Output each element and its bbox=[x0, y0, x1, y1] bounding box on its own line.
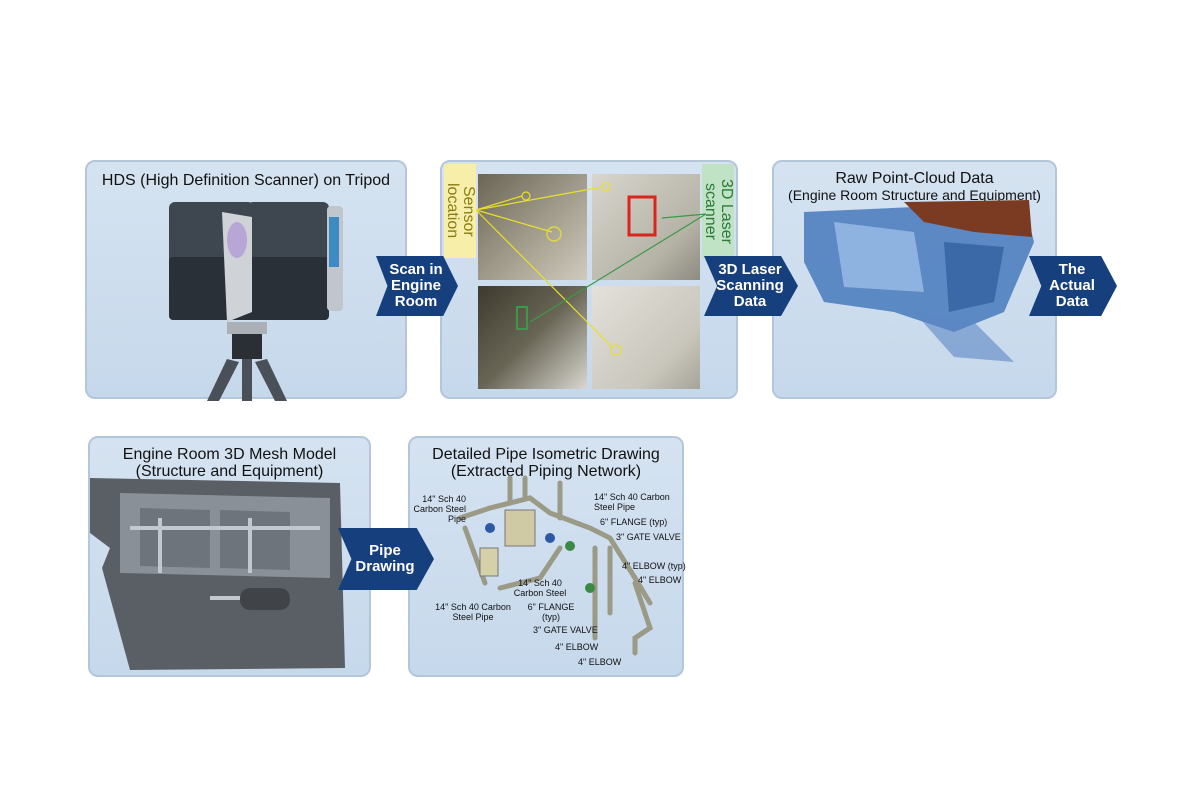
arrow-pipe-drawing: Pipe Drawing bbox=[338, 528, 434, 590]
pipe-label: 3" GATE VALVE bbox=[533, 625, 598, 635]
title-line-1: Engine Room 3D Mesh Model bbox=[122, 446, 337, 463]
pipe-label: 14" Sch 40 Carbon Steel Pipe bbox=[435, 602, 511, 622]
pipe-label: 4" ELBOW bbox=[638, 575, 682, 585]
point-cloud-illustration bbox=[804, 200, 1034, 362]
scanner-panel: HDS (High Definition Scanner) on Tripod bbox=[85, 160, 407, 401]
panel-title: Engine Room 3D Mesh Model(Structure and … bbox=[90, 446, 369, 480]
title-line-1: Raw Point-Cloud Data bbox=[835, 170, 994, 187]
arrow-3d-laser-scanning-data: 3D Laser Scanning Data bbox=[704, 256, 798, 316]
pipe-network-illustration bbox=[457, 475, 653, 656]
pipe-label: 14" Sch 40 Carbon Steel Pipe bbox=[413, 494, 466, 524]
sensor-location-label: Sensor location bbox=[444, 164, 477, 258]
mesh-model-panel: Engine Room 3D Mesh Model(Structure and … bbox=[88, 436, 371, 677]
title-line-2: (Extracted Piping Network) bbox=[450, 463, 642, 480]
pipe-label: 6" FLANGE (typ) bbox=[527, 602, 575, 622]
panel-title: HDS (High Definition Scanner) on Tripod bbox=[101, 172, 391, 189]
arrow-scan-in-engine-room: Scan in Engine Room bbox=[376, 256, 458, 316]
pipe-label: 4" ELBOW bbox=[578, 657, 622, 667]
pipe-label: 4" ELBOW (typ) bbox=[622, 561, 686, 571]
pipe-label: 6" FLANGE (typ) bbox=[600, 517, 668, 527]
pipe-label: 3" GATE VALVE bbox=[616, 532, 681, 542]
mesh-model-illustration bbox=[90, 478, 345, 670]
panel-title: Raw Point-Cloud Data(Engine Room Structu… bbox=[774, 170, 1055, 204]
laser-scanner-label: 3D Laser scanner bbox=[702, 164, 735, 258]
point-cloud-panel: Raw Point-Cloud Data(Engine Room Structu… bbox=[772, 160, 1057, 399]
title-line-2: (Structure and Equipment) bbox=[135, 463, 324, 480]
photos-panel: Sensor location 3D Laser scanner bbox=[440, 160, 738, 399]
engine-room-photo-2 bbox=[592, 174, 700, 280]
panel-title: Detailed Pipe Isometric Drawing(Extracte… bbox=[410, 446, 682, 480]
laser-scanner-illustration bbox=[169, 202, 343, 401]
engine-room-photo-4 bbox=[592, 286, 700, 389]
pipe-isometric-panel: Detailed Pipe Isometric Drawing(Extracte… bbox=[408, 436, 686, 677]
pipe-label: 14" Sch 40 Carbon Steel Pipe bbox=[594, 492, 670, 512]
pipe-label: 4" ELBOW bbox=[555, 642, 599, 652]
title-line-2: (Engine Room Structure and Equipment) bbox=[788, 187, 1041, 203]
arrow-the-actual-data: The Actual Data bbox=[1029, 256, 1117, 316]
engine-room-photo-1 bbox=[478, 174, 587, 280]
annotation-lines bbox=[475, 182, 707, 356]
title-line-1: Detailed Pipe Isometric Drawing bbox=[432, 446, 660, 463]
pipe-label: 14" Sch 40 Carbon Steel bbox=[513, 578, 567, 598]
